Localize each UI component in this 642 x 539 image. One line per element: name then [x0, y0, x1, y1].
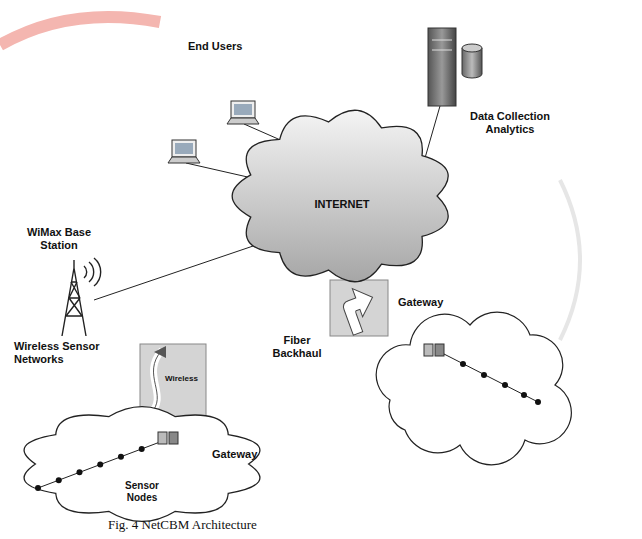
gateway-device — [424, 344, 444, 356]
laptop-icon — [168, 140, 200, 163]
network-label: Wireless Sensor Networks — [14, 340, 136, 366]
cloud-shape — [232, 110, 448, 281]
gateway-label: Gateway — [212, 448, 272, 461]
sensor-cloud: Sensor Nodes — [12, 400, 272, 528]
figure-caption: Fig. 4 NetCBM Architecture — [108, 517, 257, 533]
base-station-label: WiMax Base Station — [18, 226, 100, 252]
server-icon — [428, 28, 456, 106]
cloud-shape — [24, 407, 260, 522]
tower-icon — [62, 258, 101, 336]
watermark-arc — [560, 180, 580, 340]
sensor-cloud — [376, 312, 571, 465]
database-icon — [462, 44, 482, 78]
cloud-label: Sensor Nodes — [116, 480, 168, 504]
laptop-icon — [227, 101, 259, 124]
cloud-outline — [12, 400, 272, 528]
internet-cloud: INTERNET — [226, 100, 458, 292]
analytics-label: Data Collection Analytics — [462, 110, 558, 136]
link-label: Wireless — [165, 374, 205, 384]
cloud-outline — [226, 100, 458, 292]
fiber-arrow — [330, 280, 388, 336]
cloud-label: INTERNET — [296, 198, 388, 211]
gateway-label: Gateway — [398, 296, 458, 309]
sensor-chain — [444, 354, 541, 405]
watermark-arc — [0, 17, 160, 45]
backhaul-label: Fiber Backhaul — [268, 334, 326, 360]
users-label: End Users — [188, 40, 258, 53]
